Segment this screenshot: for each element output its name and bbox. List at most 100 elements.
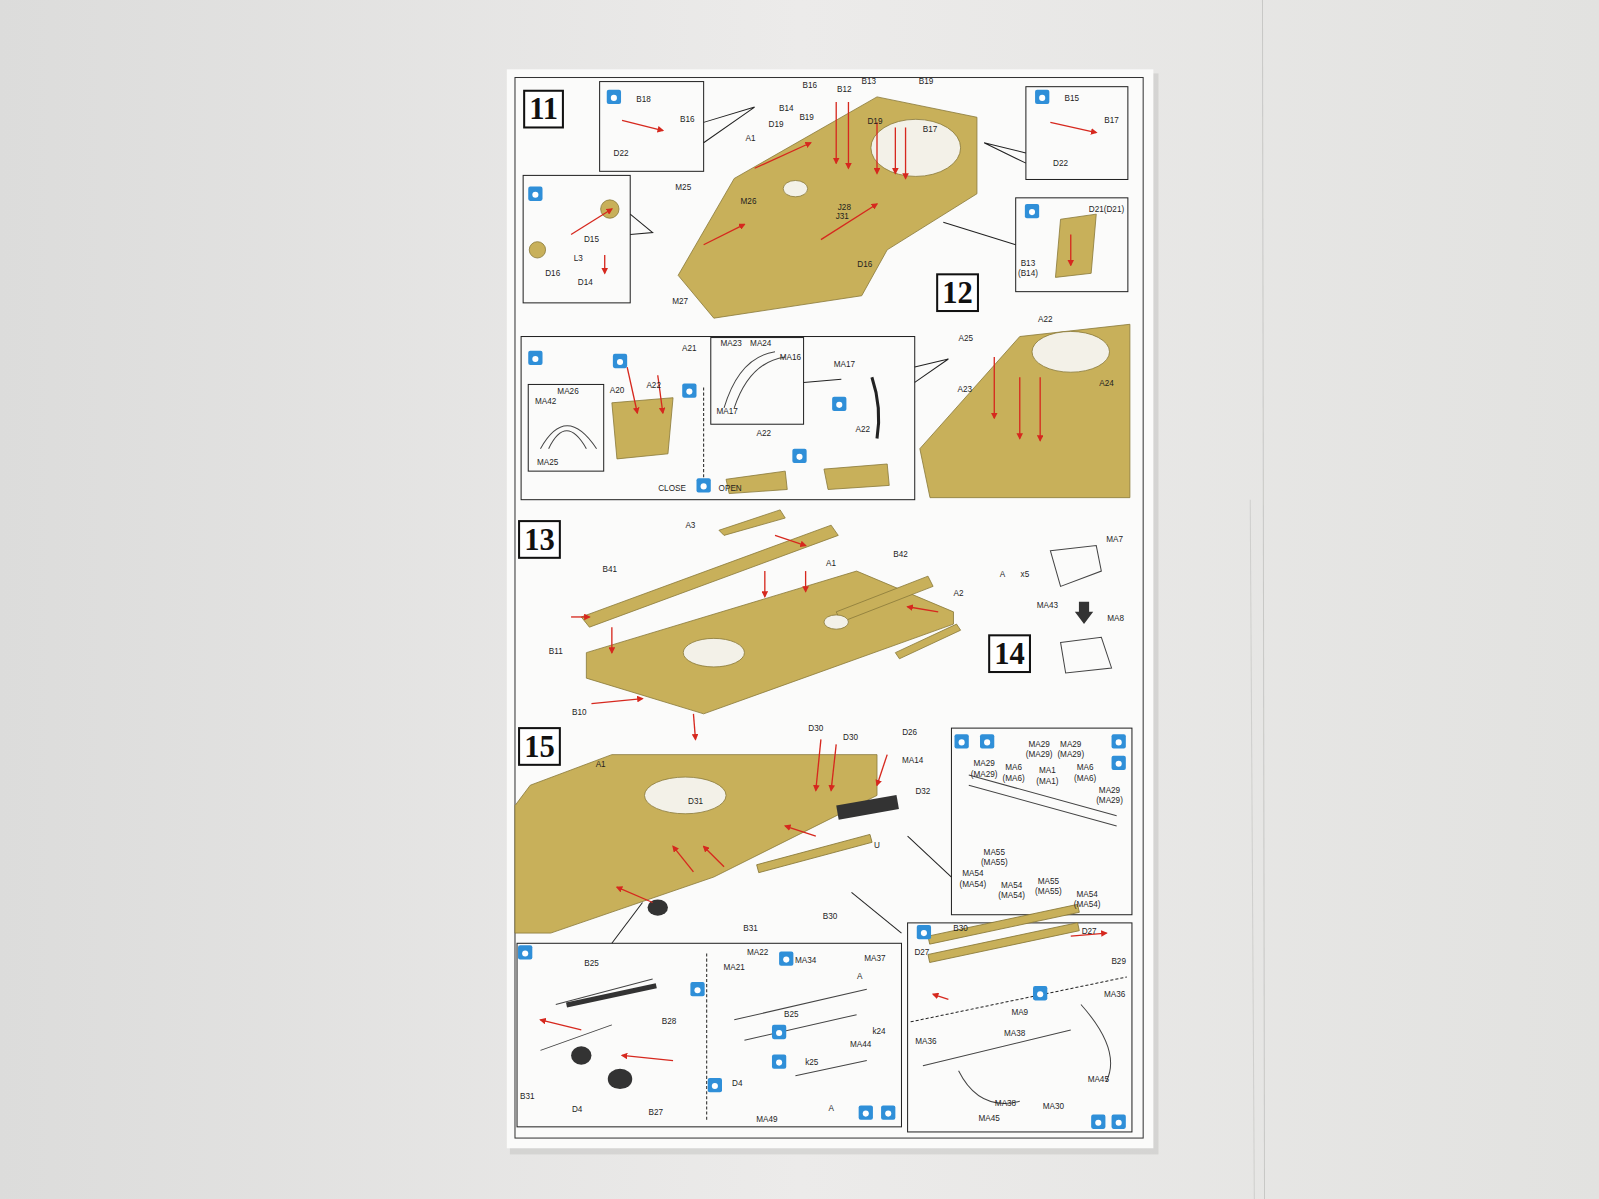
- tool-icon: [682, 383, 696, 397]
- part-number: M25: [675, 183, 691, 192]
- part-number: D30: [843, 733, 858, 742]
- part-number: MA14: [902, 756, 923, 765]
- part-number: B19: [919, 77, 934, 86]
- part-number: B18: [636, 95, 651, 104]
- part-number: B14: [779, 104, 794, 113]
- part-number: (MA29): [1026, 750, 1053, 759]
- part-number: B15: [1065, 94, 1080, 103]
- part-number: (MA55): [1035, 887, 1062, 896]
- part-number: MA26: [557, 387, 578, 396]
- part-number: D22: [614, 148, 629, 157]
- part-number: MA16: [780, 353, 801, 362]
- part-number: D21(D21): [1089, 204, 1124, 213]
- part-number: A23: [957, 385, 972, 394]
- part-number: D19: [769, 120, 784, 129]
- tool-icon: [613, 354, 627, 368]
- part-number: MA55: [984, 848, 1005, 857]
- part-number: MA45: [979, 1114, 1000, 1123]
- part-number: MA21: [724, 963, 745, 972]
- part-number: MA34: [795, 956, 816, 965]
- part-number: D16: [545, 269, 560, 278]
- part-number: MA1: [1039, 766, 1056, 775]
- part-number: B28: [662, 1017, 677, 1026]
- part-number: MA38: [995, 1099, 1016, 1108]
- tool-icon: [528, 187, 542, 201]
- step-number-box: 15: [518, 727, 561, 766]
- tool-icon: [1112, 756, 1126, 770]
- part-number: MA6: [1005, 763, 1022, 772]
- part-number: (MA29): [971, 769, 998, 778]
- part-number: (MA29): [1096, 796, 1123, 805]
- part-number: B19: [799, 113, 814, 122]
- part-number: A: [828, 1104, 833, 1113]
- part-number: D31: [688, 797, 703, 806]
- tool-icon: [917, 925, 931, 939]
- step-number: 14: [994, 636, 1025, 670]
- part-number: D4: [732, 1078, 742, 1087]
- part-number: U: [874, 841, 880, 850]
- part-number: CLOSE: [658, 484, 686, 493]
- tool-icon: [690, 982, 704, 996]
- step-number-box: 12: [936, 273, 979, 312]
- part-number: MA8: [1107, 613, 1124, 622]
- part-number: A: [1000, 570, 1005, 579]
- part-number: A: [857, 972, 862, 981]
- part-number: B11: [549, 647, 563, 656]
- part-number: MA23: [721, 339, 742, 348]
- part-number: MA29: [1028, 740, 1049, 749]
- tool-icon: [881, 1105, 895, 1119]
- part-number: D26: [902, 728, 917, 737]
- part-number: MA29: [1099, 786, 1120, 795]
- part-number: MA6: [1077, 763, 1094, 772]
- part-number: D30: [808, 724, 823, 733]
- part-number: D14: [578, 278, 593, 287]
- part-number: B10: [572, 708, 587, 717]
- part-number: B17: [1104, 116, 1119, 125]
- part-number: MA29: [1060, 740, 1081, 749]
- part-number: MA54: [1076, 890, 1097, 899]
- tool-icon: [772, 1054, 786, 1068]
- part-number: M26: [741, 197, 757, 206]
- part-number: D4: [572, 1105, 582, 1114]
- tool-icon: [792, 449, 806, 463]
- part-number: MA43: [1037, 601, 1058, 610]
- step-number: 15: [524, 729, 555, 763]
- part-number: k24: [872, 1026, 885, 1035]
- part-number: MA42: [535, 397, 556, 406]
- part-number: MA54: [1001, 881, 1022, 890]
- tool-icon: [779, 951, 793, 965]
- part-number: A24: [1099, 379, 1114, 388]
- part-number: (B14): [1018, 269, 1038, 278]
- part-number: A22: [1038, 315, 1053, 324]
- part-number: A21: [682, 344, 697, 353]
- part-number: MA9: [1011, 1008, 1028, 1017]
- step-number-box: 14: [988, 634, 1031, 673]
- part-number: B27: [648, 1108, 663, 1117]
- tool-icon: [1025, 204, 1039, 218]
- part-number: MA54: [962, 869, 983, 878]
- part-number: M27: [672, 297, 688, 306]
- part-number: B31: [743, 923, 758, 932]
- part-number: MA25: [537, 457, 558, 466]
- part-number: B13: [862, 77, 877, 86]
- part-number: B25: [784, 1010, 799, 1019]
- part-number: MA17: [834, 359, 855, 368]
- part-number: D16: [857, 260, 872, 269]
- part-number: (MA29): [1057, 750, 1084, 759]
- tool-icon: [1112, 1115, 1126, 1129]
- tool-icon: [1112, 734, 1126, 748]
- part-number: D15: [584, 235, 599, 244]
- tool-icon: [859, 1105, 873, 1119]
- part-number: MA36: [1104, 990, 1125, 999]
- part-number: MA55: [1038, 876, 1059, 885]
- part-number: OPEN: [719, 484, 742, 493]
- tool-icon: [708, 1078, 722, 1092]
- tool-icon: [1035, 90, 1049, 104]
- tool-icon: [772, 1025, 786, 1039]
- part-number: J31: [836, 212, 849, 221]
- part-number: A20: [610, 386, 625, 395]
- tool-icon: [832, 397, 846, 411]
- tool-icon: [697, 478, 711, 492]
- part-number: D32: [915, 787, 930, 796]
